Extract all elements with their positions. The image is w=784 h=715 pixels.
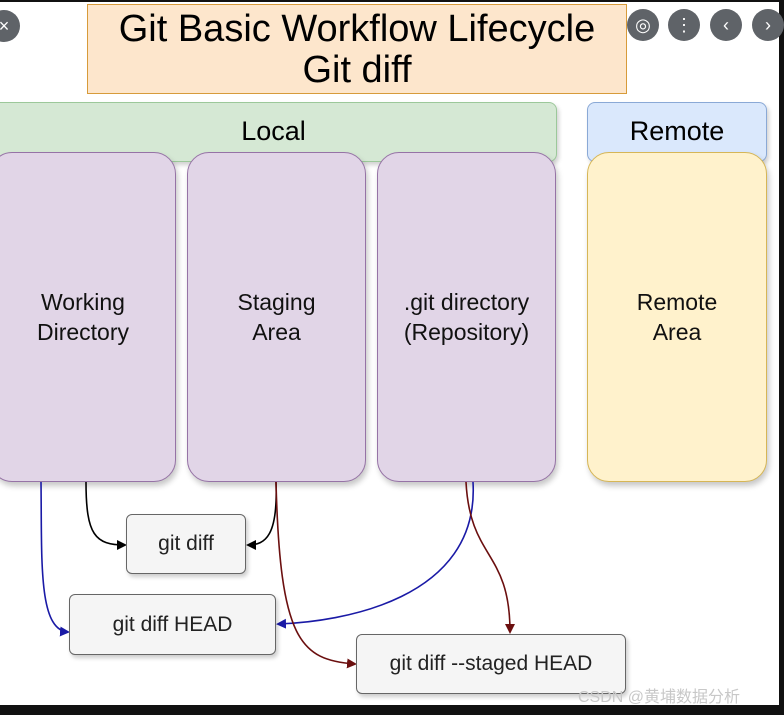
close-icon[interactable]: × <box>0 10 20 42</box>
remote-area-line-1: Remote <box>636 289 718 315</box>
staging-area-box: Staging Area <box>187 152 366 482</box>
git-diff-box: git diff <box>126 514 246 574</box>
remote-band-label: Remote <box>629 116 725 146</box>
viewer-frame-right <box>779 0 784 715</box>
staging-area-line-2: Area <box>252 319 301 345</box>
lens-search-icon[interactable]: ◎ <box>627 9 659 41</box>
arrow-repo-to-git-diff-head <box>276 481 474 629</box>
more-options-icon[interactable]: ⋮ <box>668 9 700 41</box>
arrow-repo-to-git-diff-staged-head <box>465 481 515 634</box>
staging-area-line-1: Staging <box>237 289 316 315</box>
git-directory-line-1: .git directory <box>403 289 530 315</box>
git-directory-line-2: (Repository) <box>403 319 530 345</box>
viewer-frame-bottom <box>0 705 784 715</box>
working-directory-line-1: Working <box>41 289 125 315</box>
local-band-label: Local <box>241 116 306 146</box>
git-diff-staged-head-box: git diff --staged HEAD <box>356 634 626 694</box>
git-diff-staged-head-label: git diff --staged HEAD <box>389 652 593 675</box>
arrow-working-to-git-diff-head <box>40 481 70 637</box>
git-diff-head-label: git diff HEAD <box>112 612 233 636</box>
title-line-1: Git Basic Workflow Lifecycle <box>118 8 596 50</box>
git-diff-label: git diff <box>158 532 214 555</box>
diagram-title: Git Basic Workflow Lifecycle Git diff <box>87 4 627 94</box>
arrow-staging-to-git-diff-staged-head <box>275 481 357 669</box>
viewer-frame-top <box>0 0 784 2</box>
git-directory-box: .git directory (Repository) <box>377 152 556 482</box>
arrow-staging-to-git-diff <box>246 481 277 550</box>
working-directory-box: Working Directory <box>0 152 176 482</box>
remote-area-box: Remote Area <box>587 152 767 482</box>
remote-area-line-2: Area <box>652 319 702 345</box>
next-image-icon[interactable]: › <box>752 9 784 41</box>
title-line-2: Git diff <box>302 49 412 91</box>
arrow-working-to-git-diff <box>85 481 127 550</box>
git-diff-head-box: git diff HEAD <box>69 594 276 655</box>
working-directory-line-2: Directory <box>36 319 129 345</box>
watermark: CSDN @黄埔数据分析 <box>578 689 741 706</box>
previous-image-icon[interactable]: ‹ <box>710 9 742 41</box>
